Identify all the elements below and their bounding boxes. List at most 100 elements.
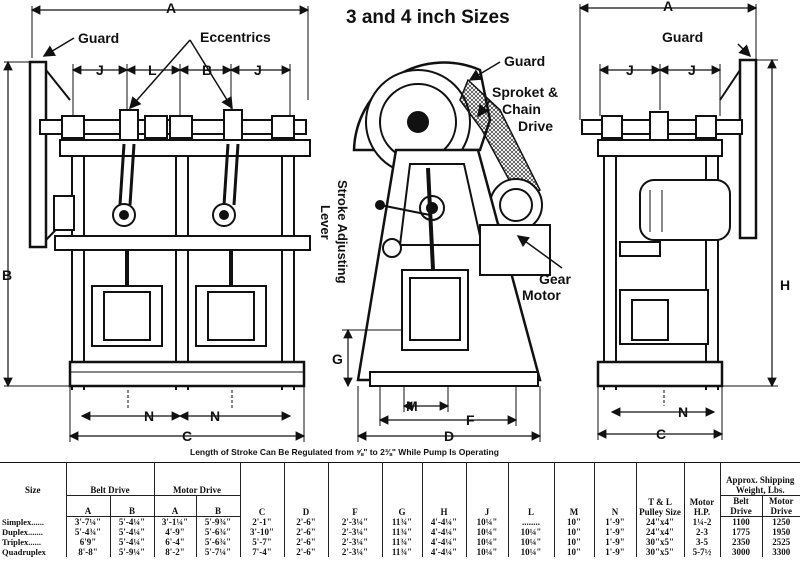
dimensions-table: Size Belt Drive Motor Drive C D F G H J …	[0, 462, 800, 557]
table-cell: 2'-3¼"	[328, 516, 383, 527]
row-size-cell: Triplex......	[0, 537, 67, 547]
table-cell: 5'-4¼"	[110, 516, 155, 527]
th-size: Size	[0, 462, 67, 517]
motor-label: Motor	[522, 287, 561, 303]
dim-b-height: B	[2, 267, 12, 283]
table-cell: 1'-9"	[594, 547, 637, 557]
table-cell: 5'-6¾"	[196, 537, 241, 547]
dim-a-end: A	[663, 0, 673, 14]
table-cell: 10"	[554, 547, 595, 557]
table-cell: 30"x5"	[636, 537, 685, 547]
th-motor-b: B	[196, 495, 241, 517]
table-cell: 11¾"	[382, 527, 423, 537]
dim-f: F	[466, 412, 475, 428]
th-c: C	[240, 462, 285, 517]
table-cell: 5-7½	[684, 547, 721, 557]
table-cell: 5'-6¾"	[196, 527, 241, 537]
table-cell: 3'-1¼"	[154, 516, 197, 527]
stroke-adjusting-label: Stroke Adjusting	[335, 180, 350, 284]
guard-label-right: Guard	[662, 29, 703, 45]
row-size-cell: Quadruplex	[0, 547, 67, 557]
table-cell: 2'-3¼"	[328, 527, 383, 537]
table-cell: 3-5	[684, 537, 721, 547]
guard-label-center: Guard	[504, 53, 545, 69]
table-cell: 1'-9"	[594, 537, 637, 547]
table-cell: 24"x4"	[636, 527, 685, 537]
table-cell: 1775	[720, 527, 763, 537]
sprocket-label: Sproket &	[492, 84, 558, 100]
eccentrics-label: Eccentrics	[200, 29, 271, 45]
row-size-cell: Simplex......	[0, 516, 67, 527]
row-size-cell: Duplex.......	[0, 527, 67, 537]
table-cell: 5'-4¾"	[66, 527, 111, 537]
table-cell: 10¼"	[466, 547, 509, 557]
dim-l-front-left: L	[148, 62, 157, 78]
dim-d: D	[444, 428, 454, 444]
table-cell: 2'-6"	[284, 547, 329, 557]
th-shipping-weight: Approx. Shipping Weight, Lbs.	[720, 462, 800, 496]
dim-j-front-right: J	[254, 62, 262, 78]
th-d: D	[284, 462, 329, 517]
table-cell: 8'-2"	[154, 547, 197, 557]
table-cell: 1¼-2	[684, 516, 721, 527]
th-f: F	[328, 462, 383, 517]
table-cell: 3'-7¼"	[66, 516, 111, 527]
dim-a-front: A	[166, 0, 176, 16]
table-cell: 4'-4¼"	[422, 516, 467, 527]
th-motor-a: A	[154, 495, 197, 517]
table-row: Simplex......3'-7¼"5'-4¼"3'-1¼"5'-9¾" 2'-…	[0, 516, 800, 527]
table-cell: 10"	[554, 537, 595, 547]
th-tl-pulley: T & L Pulley Size	[636, 462, 685, 517]
th-l: L	[508, 462, 555, 517]
table-cell: 2'-6"	[284, 537, 329, 547]
dim-c-front: C	[182, 428, 192, 444]
table-cell: 3'-10"	[240, 527, 285, 537]
table-cell: 10¼"	[508, 527, 555, 537]
front-view	[3, 5, 311, 442]
table-cell: 4'-9"	[154, 527, 197, 537]
table-cell: 10¼"	[508, 537, 555, 547]
dim-c-end: C	[656, 426, 666, 442]
table-cell: 10"	[554, 516, 595, 527]
th-motor-hp: Motor H.P.	[684, 462, 721, 517]
table-cell: 2'-6"	[284, 527, 329, 537]
table-cell: 4'-4¼"	[422, 537, 467, 547]
table-cell: 3000	[720, 547, 763, 557]
table-cell: 1950	[772, 527, 791, 537]
table-row: Duplex.......5'-4¾"5'-4¼"4'-9"5'-6¾"3'-1…	[0, 527, 800, 537]
th-m: M	[554, 462, 595, 517]
table-cell: 5'-4¼"	[110, 527, 155, 537]
th-weight-motor: Motor Drive	[762, 495, 800, 517]
table-cell: 11¾"	[382, 537, 423, 547]
table-cell: 8'-8"	[66, 547, 111, 557]
table-cell: 10¼"	[466, 527, 509, 537]
side-view	[342, 61, 563, 442]
table-cell: ........	[508, 516, 555, 527]
th-belt-b: B	[110, 495, 155, 517]
table-cell: 5'-9¾"	[196, 516, 241, 527]
drive-label: Drive	[518, 118, 553, 134]
dim-m: M	[406, 398, 418, 414]
table-cell: 4'-4¼"	[422, 527, 467, 537]
th-g: G	[382, 462, 423, 517]
dim-b-front: B	[202, 62, 212, 78]
drawing: 3 and 4 inch Sizes	[2, 0, 790, 457]
table-cell: 11¾"	[382, 547, 423, 557]
guard-label-left: Guard	[78, 30, 119, 46]
table-cell: 4'-4¼"	[422, 547, 467, 557]
table-cell: 1100	[720, 516, 763, 527]
table-cell: 2-3	[684, 527, 721, 537]
table-cell: 30"x5"	[636, 547, 685, 557]
stroke-note: Length of Stroke Can Be Regulated from ⅝…	[190, 447, 499, 457]
lever-label: Lever	[318, 205, 333, 240]
table-cell: 11¾"	[382, 516, 423, 527]
table-cell: 10¼"	[466, 516, 509, 527]
dim-j-end-right: J	[688, 62, 696, 78]
th-belt-drive: Belt Drive	[66, 462, 155, 496]
table-cell: 6'-4"	[154, 537, 197, 547]
table-cell: 10"	[554, 527, 595, 537]
table-cell: 1'-9"	[594, 527, 637, 537]
dim-n-end: N	[678, 404, 688, 420]
